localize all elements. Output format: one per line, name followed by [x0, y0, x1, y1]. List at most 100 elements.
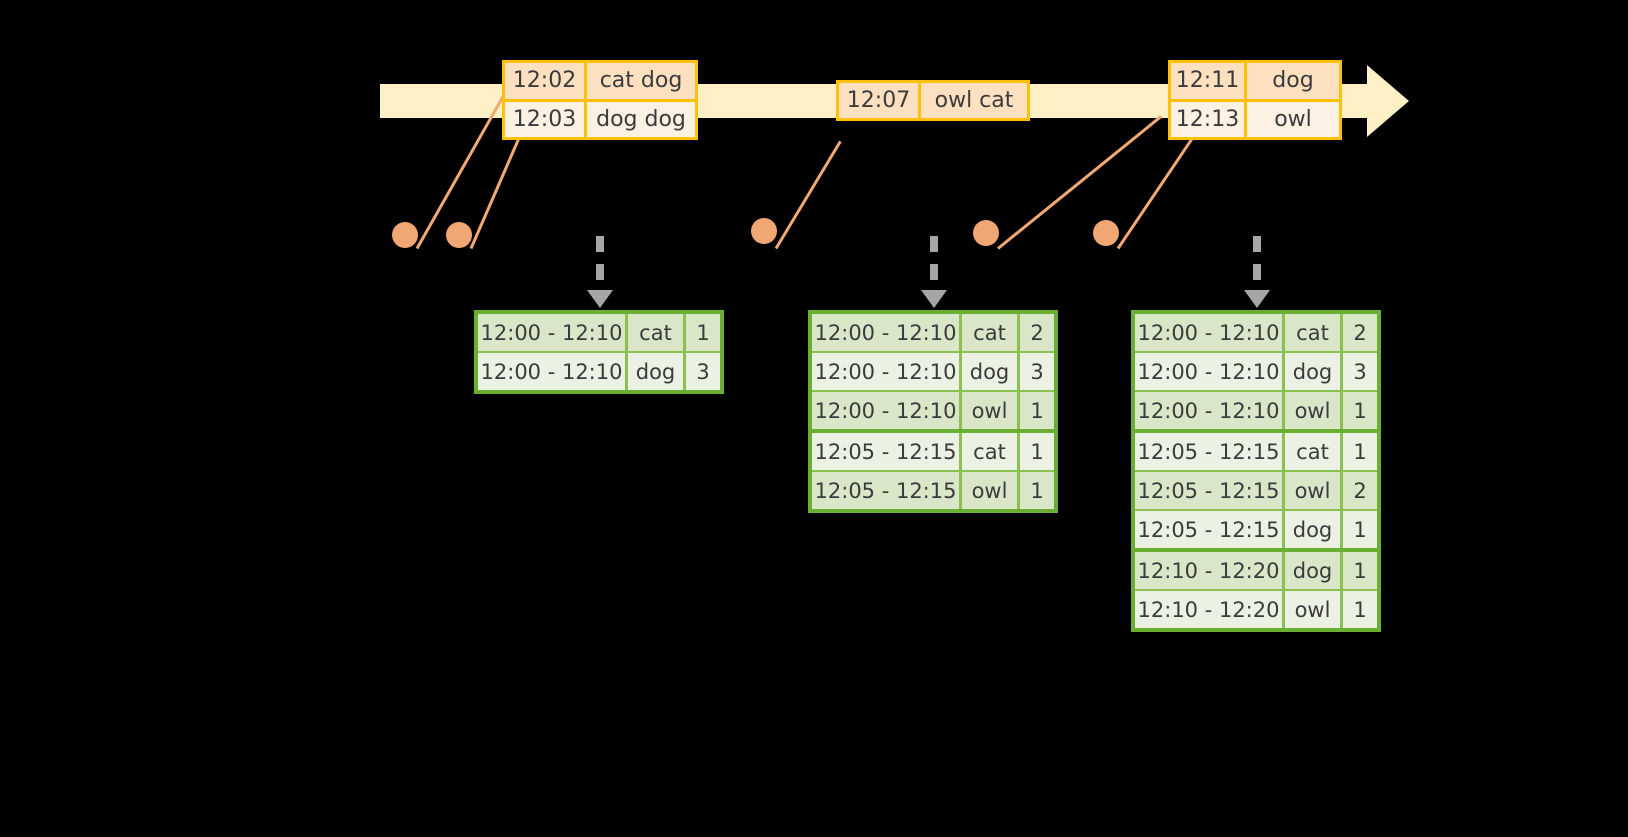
result-cell-word: cat: [628, 314, 686, 351]
result-cell-window: 12:00 - 12:10: [812, 314, 962, 351]
timeline-arrow-head: [1367, 65, 1409, 137]
flow-arrow-3: [1244, 236, 1270, 308]
result-cell-count: 1: [1343, 591, 1377, 628]
result-cell-word: owl: [962, 392, 1020, 429]
result-cell-count: 3: [1020, 353, 1054, 390]
connector-line-4: [997, 115, 1163, 250]
event-words: owl: [1247, 101, 1339, 137]
result-cell-word: owl: [962, 472, 1020, 509]
result-cell-window: 12:00 - 12:10: [478, 353, 628, 390]
result-cell-count: 2: [1020, 314, 1054, 351]
timeline-bar-segment-mid-a: [694, 84, 837, 118]
result-cell-word: cat: [962, 314, 1020, 351]
result-cell-word: owl: [1285, 392, 1343, 429]
result-cell-window: 12:00 - 12:10: [812, 392, 962, 429]
result-cell-window: 12:10 - 12:20: [1135, 552, 1285, 589]
flow-arrow-2: [921, 236, 947, 308]
result-cell-word: cat: [1285, 433, 1343, 470]
result-cell-count: 1: [1343, 552, 1377, 589]
event-row: 12:03 dog dog: [505, 98, 695, 137]
event-dot-4: [973, 220, 999, 246]
result-cell-window: 12:00 - 12:10: [812, 353, 962, 390]
result-cell-count: 2: [1343, 472, 1377, 509]
result-cell-window: 12:00 - 12:10: [1135, 353, 1285, 390]
result-cell-count: 2: [1343, 314, 1377, 351]
result-cell-count: 1: [1343, 511, 1377, 548]
result-cell-count: 1: [1020, 392, 1054, 429]
event-time: 12:13: [1171, 101, 1247, 137]
result-cell-window: 12:05 - 12:15: [1135, 433, 1285, 470]
event-dot-5: [1093, 220, 1119, 246]
result-cell-word: cat: [1285, 314, 1343, 351]
event-words: cat dog: [587, 63, 695, 99]
event-dot-2: [446, 222, 472, 248]
event-words: dog dog: [587, 101, 695, 137]
result-cell-word: dog: [628, 353, 686, 390]
result-cell-word: cat: [962, 433, 1020, 470]
event-time: 12:03: [505, 101, 587, 137]
result-cell-count: 1: [686, 314, 720, 351]
timeline-bar-segment-right: [1340, 84, 1367, 118]
result-cell-window: 12:05 - 12:15: [1135, 472, 1285, 509]
event-row: 12:02 cat dog: [505, 63, 695, 99]
result-cell-window: 12:00 - 12:10: [1135, 314, 1285, 351]
event-row: 12:13 owl: [1171, 98, 1339, 137]
flow-arrow-1: [587, 236, 613, 308]
result-cell-window: 12:00 - 12:10: [1135, 392, 1285, 429]
result-cell-count: 3: [686, 353, 720, 390]
result-cell-word: dog: [1285, 353, 1343, 390]
result-cell-count: 1: [1343, 433, 1377, 470]
result-cell-count: 1: [1343, 392, 1377, 429]
event-words: dog: [1247, 63, 1339, 99]
event-time: 12:07: [839, 83, 921, 118]
event-row: 12:11 dog: [1171, 63, 1339, 99]
result-cell-window: 12:05 - 12:15: [1135, 511, 1285, 548]
event-dot-1: [392, 222, 418, 248]
event-row: 12:07 owl cat: [839, 83, 1027, 118]
result-cell-word: owl: [1285, 472, 1343, 509]
result-cell-window: 12:05 - 12:15: [812, 472, 962, 509]
result-cell-word: owl: [1285, 591, 1343, 628]
event-words: owl cat: [921, 83, 1027, 118]
event-group-2: 12:07 owl cat: [836, 80, 1030, 121]
result-cell-word: dog: [1285, 511, 1343, 548]
connector-line-5: [1116, 131, 1198, 250]
result-cell-word: dog: [962, 353, 1020, 390]
result-cell-window: 12:05 - 12:15: [812, 433, 962, 470]
event-time: 12:02: [505, 63, 587, 99]
timeline-bar-segment-mid-b: [1028, 84, 1171, 118]
result-cell-word: dog: [1285, 552, 1343, 589]
result-cell-count: 1: [1020, 433, 1054, 470]
connector-line-3: [774, 140, 842, 250]
result-cell-count: 1: [1020, 472, 1054, 509]
event-group-1: 12:02 cat dog 12:03 dog dog: [502, 60, 698, 140]
event-time: 12:11: [1171, 63, 1247, 99]
result-cell-window: 12:00 - 12:10: [478, 314, 628, 351]
result-cell-count: 3: [1343, 353, 1377, 390]
event-dot-3: [751, 218, 777, 244]
